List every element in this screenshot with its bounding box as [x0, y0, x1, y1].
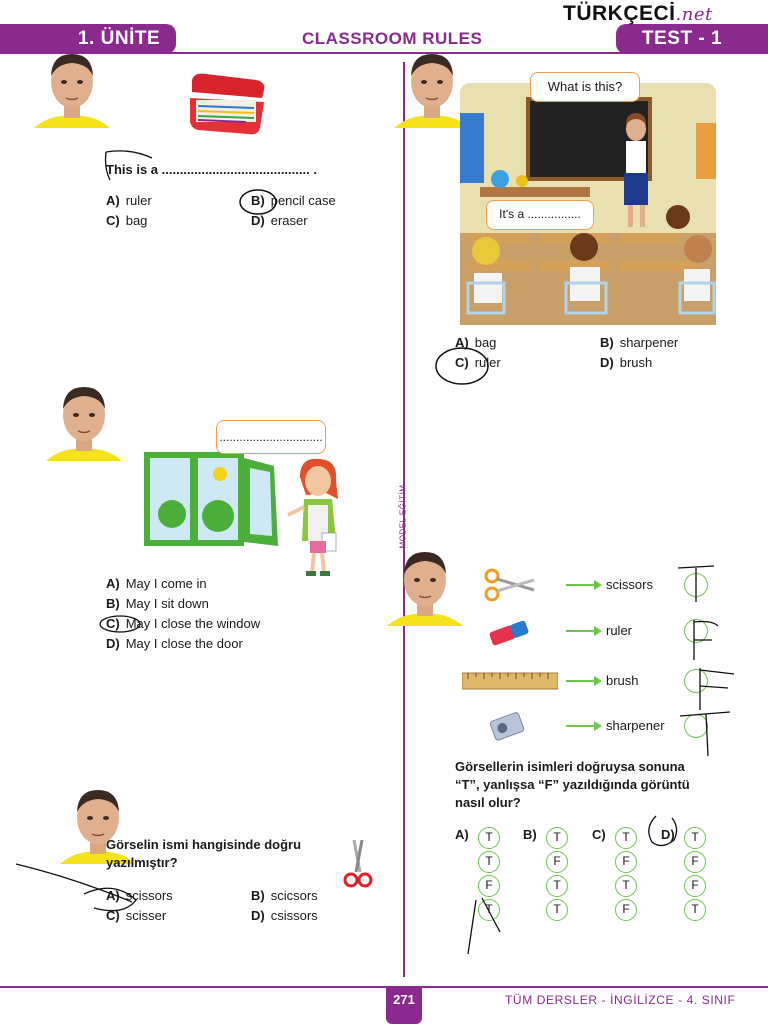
item-label: ruler: [606, 623, 633, 638]
answer-value: T: [478, 851, 500, 873]
scissors-icon: [343, 839, 373, 888]
q2-option-d[interactable]: D)brush: [600, 355, 653, 370]
answer-value: T: [546, 827, 568, 849]
test-badge: TEST - 1: [616, 24, 768, 54]
q3-option-b[interactable]: B)May I sit down: [106, 596, 209, 611]
q1-prompt: This is a ..............................…: [106, 162, 317, 177]
header-rule: [0, 52, 768, 54]
q5-option-a[interactable]: A)scissors: [106, 888, 173, 903]
speech-bubble-student: It's a ................: [486, 200, 594, 230]
q4-prompt: Görsellerin isimleri doğruysa sonuna “T”…: [455, 759, 690, 810]
q1-option-d[interactable]: D)eraser: [251, 213, 308, 228]
page-title: CLASSROOM RULES: [302, 29, 483, 48]
q2-option-a[interactable]: A)bag: [455, 335, 497, 350]
q2-option-b[interactable]: B)sharpener: [600, 335, 679, 350]
student-avatar: [33, 53, 111, 128]
pen-mark: [104, 150, 153, 181]
handwriting-marks: [677, 565, 735, 757]
girl-illustration: [287, 458, 338, 576]
arrow-head-icon: [594, 626, 602, 636]
arrow-icon: [566, 630, 596, 632]
speech-bubble-teacher: What is this?: [530, 72, 640, 102]
window-illustration: [144, 452, 278, 546]
answer-value: F: [684, 851, 706, 873]
q1-option-a[interactable]: A)ruler: [106, 193, 152, 208]
scissors-icon: [484, 568, 535, 602]
answer-blank[interactable]: [684, 669, 708, 693]
answer-value: T: [615, 875, 637, 897]
student-avatar: [386, 551, 464, 626]
sharpener-icon: [489, 712, 525, 741]
answer-value: F: [478, 875, 500, 897]
q4-option-b[interactable]: B): [523, 827, 537, 842]
q5-option-d[interactable]: D)csissors: [251, 908, 318, 923]
footer-rule: [0, 986, 768, 988]
arrow-icon: [566, 725, 596, 727]
answer-value: T: [546, 875, 568, 897]
answer-value: F: [615, 899, 637, 921]
arrow-icon: [566, 680, 596, 682]
answer-circle-mark: [435, 347, 489, 385]
arrow-head-icon: [594, 721, 602, 731]
answer-blank[interactable]: [684, 619, 708, 643]
answer-value: F: [615, 851, 637, 873]
item-label: sharpener: [606, 718, 665, 733]
q4-option-c[interactable]: C): [592, 827, 606, 842]
answer-value: T: [684, 827, 706, 849]
site-logo: TÜRKÇECİ.net: [563, 2, 713, 25]
q1-option-c[interactable]: C)bag: [106, 213, 148, 228]
q3-option-d[interactable]: D)May I close the door: [106, 636, 243, 651]
item-label: scissors: [606, 577, 653, 592]
answer-value: T: [615, 827, 637, 849]
q1-option-b[interactable]: B)pencil case: [251, 193, 336, 208]
eraser-icon: [489, 620, 529, 646]
answer-circle-mark: [239, 189, 277, 215]
q5-option-c[interactable]: C)scisser: [106, 908, 167, 923]
arrow-icon: [566, 584, 596, 586]
arrow-head-icon: [594, 580, 602, 590]
arrow-head-icon: [594, 676, 602, 686]
page-number: 271: [386, 988, 422, 1024]
answer-value: F: [546, 851, 568, 873]
handwriting-marks: [467, 815, 678, 955]
ruler-icon: [462, 672, 558, 690]
unit-badge: 1. ÜNİTE: [0, 24, 176, 54]
answer-value: T: [546, 899, 568, 921]
answer-value: T: [478, 827, 500, 849]
q5-prompt: Görselin ismi hangisinde doğru yazılmışt…: [106, 837, 302, 870]
column-divider: [403, 62, 405, 977]
student-avatar: [45, 386, 123, 461]
answer-value: T: [684, 899, 706, 921]
q4-option-d[interactable]: D): [661, 827, 675, 842]
q4-option-a[interactable]: A): [455, 827, 469, 842]
pencil-case-icon: [190, 73, 265, 135]
answer-value: F: [684, 875, 706, 897]
item-label: brush: [606, 673, 639, 688]
q5-option-b[interactable]: B)scicsors: [251, 888, 318, 903]
pen-mark: [15, 863, 137, 912]
q3-option-c[interactable]: C)May I close the window: [106, 616, 261, 631]
answer-circle-mark: [99, 615, 141, 633]
speech-bubble: ...............................: [216, 420, 326, 454]
q3-option-a[interactable]: A)May I come in: [106, 576, 207, 591]
footer-text: TÜM DERSLER - İNGİLİZCE - 4. SINIF: [505, 993, 736, 1007]
